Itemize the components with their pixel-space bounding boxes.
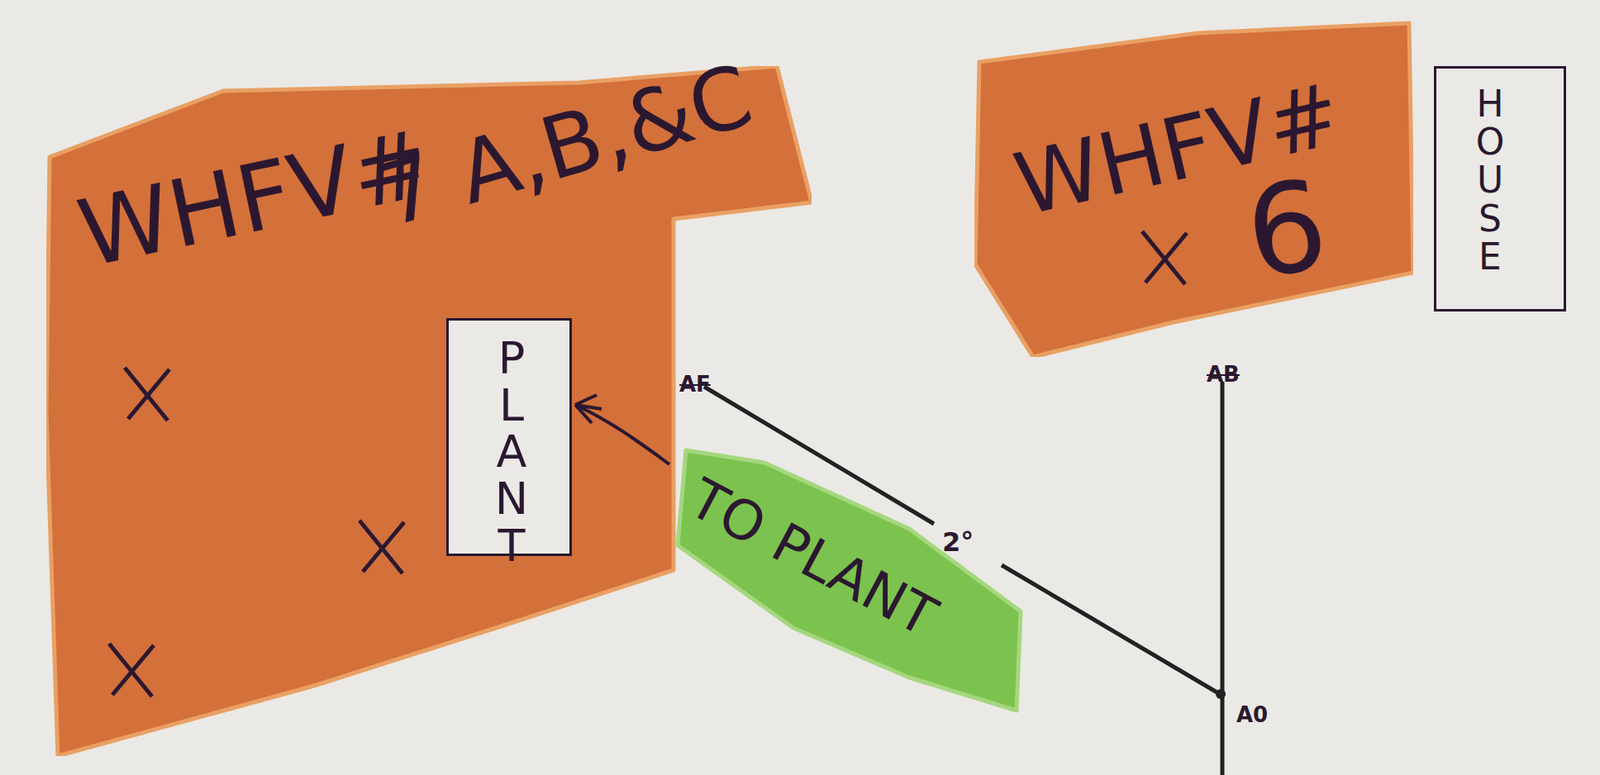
location-mark [359, 520, 405, 574]
pipe-line [1220, 381, 1225, 775]
site-area: TO PLANT [673, 446, 1025, 715]
slope-label: 2° [942, 528, 974, 556]
pipe-line [704, 386, 934, 524]
arrow-head [575, 395, 602, 424]
building-box: HOUSE [1433, 66, 1567, 312]
site-area: WHFV#6 [974, 20, 1414, 358]
paint-fill [677, 450, 1021, 711]
point-label: AB [1206, 363, 1240, 386]
site-name: PLANT [486, 335, 537, 570]
point-label: AF [679, 373, 711, 396]
site-area: WHFV#7 A,B,&CPLANT [46, 66, 812, 757]
point-label: A0 [1236, 704, 1268, 726]
building-box: PLANT [446, 318, 572, 557]
site-name: HOUSE [1469, 85, 1511, 277]
location-mark [124, 367, 170, 421]
location-mark [109, 643, 154, 697]
pipe-line [1001, 565, 1220, 695]
leader-arrow [575, 404, 670, 465]
paint-fill [975, 23, 1414, 358]
junction-dot [1215, 689, 1226, 700]
location-mark [1142, 231, 1187, 285]
